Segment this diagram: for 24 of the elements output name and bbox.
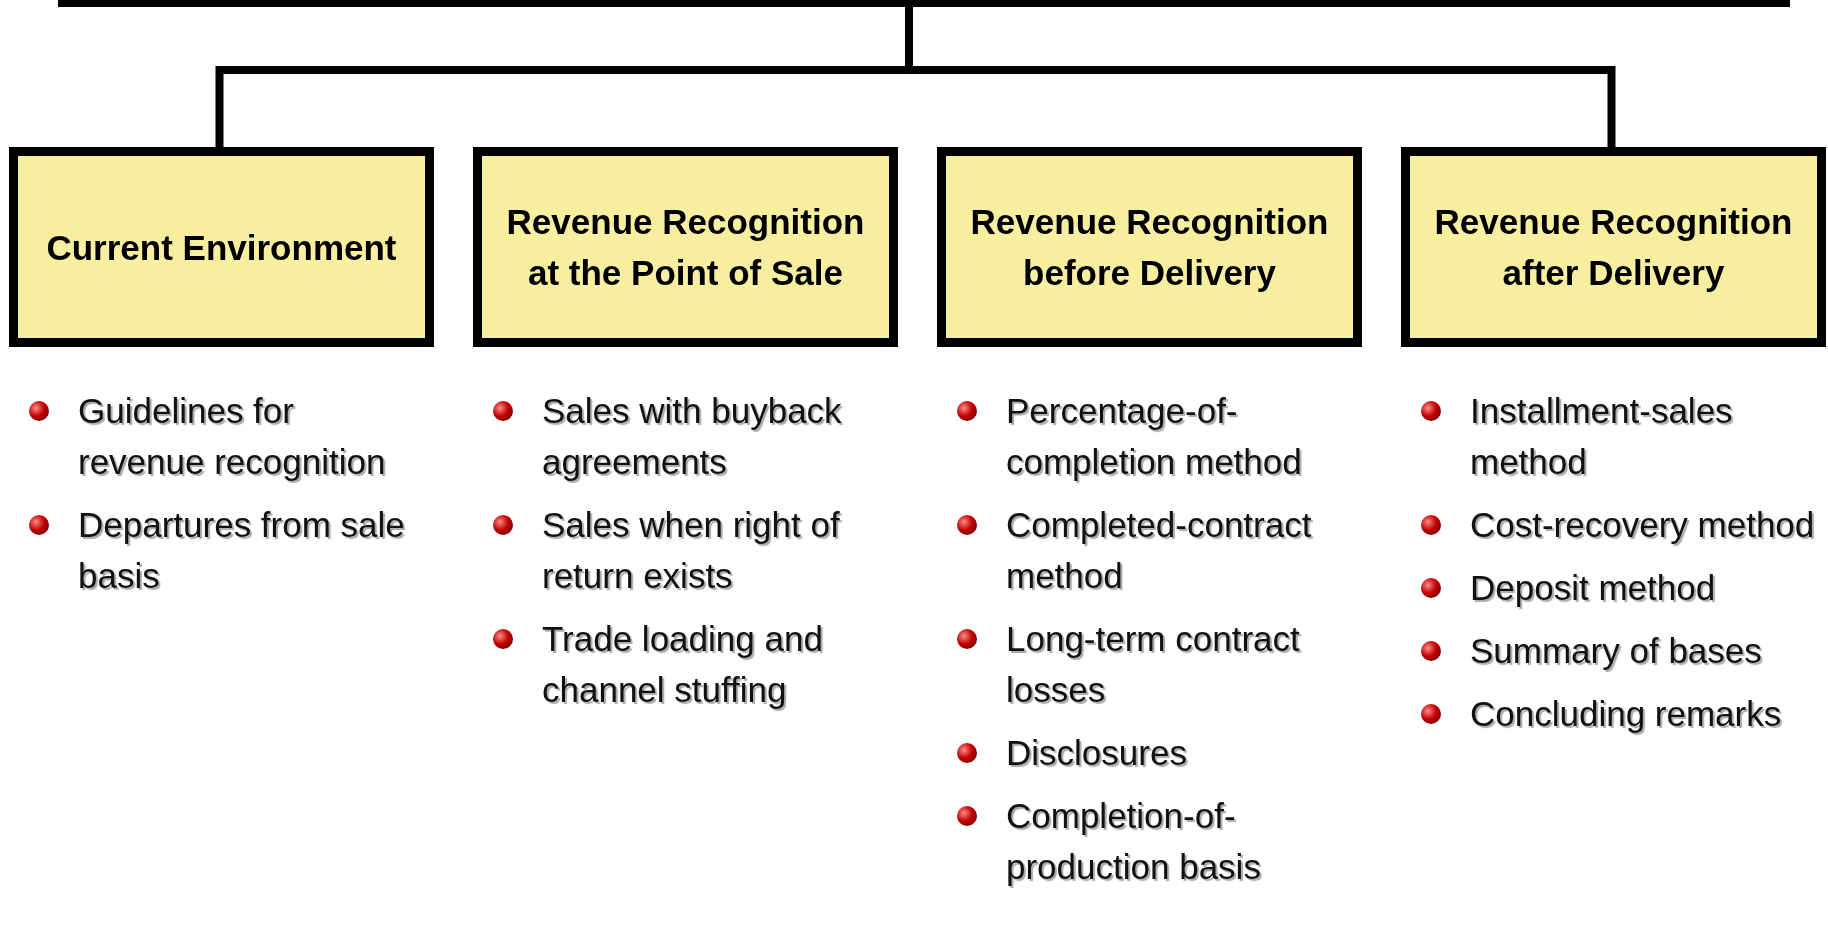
list-item: Installment-sales method — [1470, 390, 1734, 483]
list-item: Deposit method — [1470, 567, 1717, 609]
list-item: Disclosures — [1006, 732, 1188, 774]
category-box — [9, 147, 434, 347]
list-item: Guidelines for revenue recognition — [78, 390, 387, 483]
box-title: Revenue Recognition before Delivery — [969, 201, 1330, 294]
box-title: Revenue Recognition after Delivery — [1433, 201, 1794, 294]
list-item: Departures from sale basis — [78, 504, 406, 597]
category-box — [1401, 147, 1826, 347]
list-item: Percentage-of-completion method — [1006, 390, 1303, 483]
list-item: Long-term contract losses — [1006, 618, 1301, 711]
list-item: Sales when right of return exists — [542, 504, 841, 597]
list-item: Sales with buyback agreements — [542, 390, 843, 483]
box-title: Revenue Recognition at the Point of Sale — [505, 201, 866, 294]
category-box — [473, 147, 898, 347]
category-box — [937, 147, 1362, 347]
list-item: Cost-recovery method — [1470, 504, 1815, 546]
list-item: Summary of bases — [1470, 630, 1763, 672]
list-item: Completed-contract method — [1006, 504, 1313, 597]
list-item: Trade loading and channel stuffing — [542, 618, 824, 711]
box-edge — [58, 0, 1790, 7]
list-item: Completion-of-production basis — [1006, 795, 1262, 888]
list-item: Concluding remarks — [1470, 693, 1783, 735]
box-title: Current Environment — [46, 226, 397, 269]
